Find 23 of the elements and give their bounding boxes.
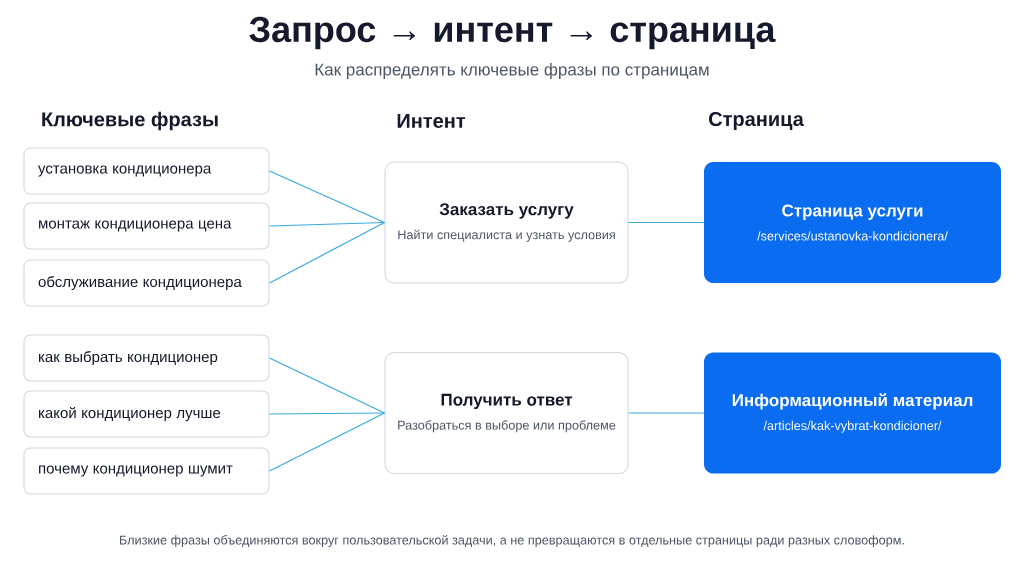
connector-line: [627, 412, 705, 414]
connector-line: [268, 357, 386, 414]
keyword-box: обслуживание кондиционера: [23, 259, 270, 307]
subtitle: Как распределять ключевые фразы по страницам: [315, 63, 709, 79]
column-heading: Интент: [397, 114, 466, 128]
keyword-box: какой кондиционер лучше: [23, 390, 270, 438]
keyword-box: установка кондиционера: [23, 147, 270, 195]
connector-line: [268, 221, 386, 227]
caption: Близкие фразы объединяются вокруг пользовательской задачи, а не превращаются в отдельные страницы ради разных словоформ.: [120, 535, 904, 548]
intent-box: Заказать услугу Найти специалиста и узнать условия: [384, 161, 629, 284]
column-heading: Страница: [709, 111, 804, 131]
connector-line: [268, 221, 386, 284]
intent-box: Получить ответ Разобраться в выборе или проблеме: [384, 351, 629, 475]
page-box: Информационный материал /articles/kak-vybrat-kondicioner/: [704, 352, 1001, 474]
connector-line: [268, 412, 386, 415]
title: Запрос → интент → страница: [249, 16, 776, 50]
keyword-box: почему кондиционер шумит: [23, 447, 270, 495]
connector-line: [268, 170, 386, 224]
keyword-box: монтаж кондиционера цена: [23, 202, 270, 250]
connector-line: [268, 412, 386, 472]
page-box: Страница услуги /services/ustanovka-kondicionera/: [704, 162, 1001, 283]
connector-line: [627, 221, 705, 224]
keyword-box: как выбрать кондиционер: [23, 334, 270, 382]
